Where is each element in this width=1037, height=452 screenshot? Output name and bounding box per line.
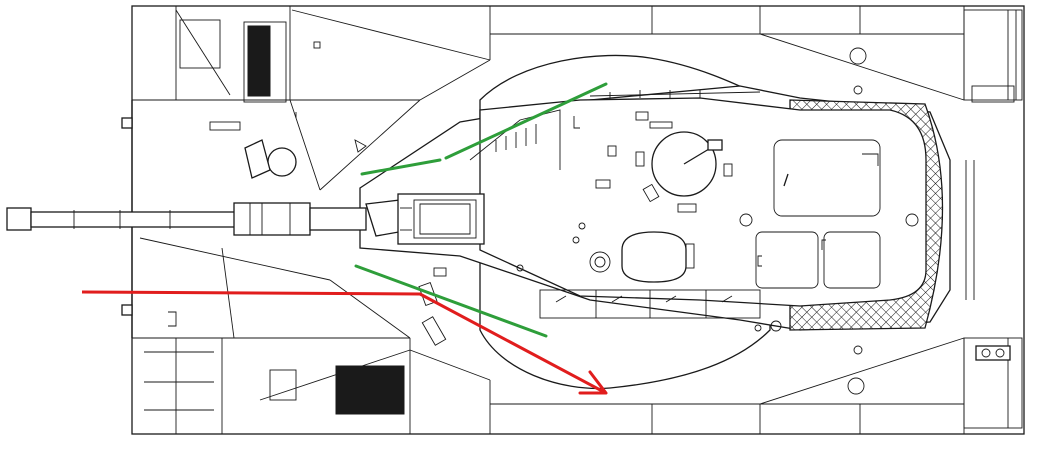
- main-gun: [6, 193, 485, 245]
- upper-turret-edge-2: [444, 82, 608, 160]
- ricochet-arrow: [81, 290, 605, 394]
- lower-turret-edge: [354, 264, 548, 338]
- turret: [359, 54, 951, 390]
- arrow-head: [578, 370, 608, 395]
- upper-turret-edge: [360, 158, 442, 176]
- red-ricochet-arrow: [81, 290, 608, 395]
- green-turret-edge-markings: [354, 82, 608, 338]
- hull: [121, 5, 1025, 435]
